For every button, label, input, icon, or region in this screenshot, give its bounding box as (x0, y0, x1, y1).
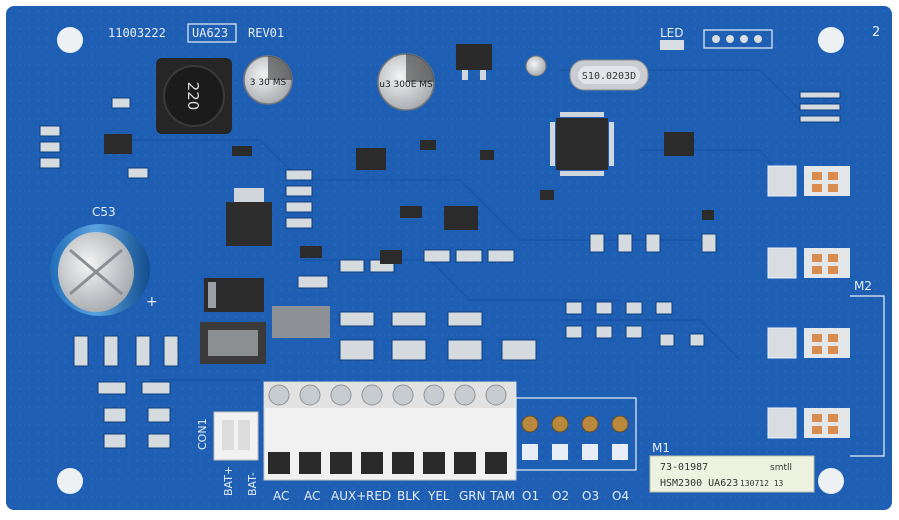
product-sticker: 73-01987 HSM2300 UA623 130712 13 smtll (649, 455, 815, 493)
misc-smd-chips (232, 140, 714, 264)
terminal-label: AC (273, 489, 289, 503)
output-screw (551, 415, 569, 433)
ic-small (104, 134, 132, 154)
m2-outline (850, 295, 885, 457)
terminal-screw (330, 384, 352, 406)
m1-label: M1 (652, 441, 670, 455)
terminal-label: BLK (397, 489, 421, 503)
capacitor-polarity-mark: + (146, 294, 158, 310)
capacitor-tiny (525, 55, 547, 77)
crystal-oscillator: S10.0203D (569, 59, 649, 91)
terminal-screw (299, 384, 321, 406)
bat-positive-label: BAT+ (222, 466, 235, 496)
microcontroller-chip (550, 112, 614, 176)
output-driver-4 (767, 407, 850, 439)
terminal-label: TAM (489, 489, 515, 503)
mounting-holes (57, 27, 844, 494)
crystal-label: S10.0203D (582, 71, 636, 82)
output-labels: O1 O2 O3 O4 (522, 489, 629, 503)
terminal-screw (361, 384, 383, 406)
output-label: O3 (582, 489, 599, 503)
output-screw (521, 415, 539, 433)
terminal-wire-slot (454, 452, 476, 474)
dpak-regulator (226, 188, 272, 246)
output-terminals (515, 397, 637, 471)
output-slot (522, 444, 538, 460)
sticker-line1: 73-01987 (660, 462, 708, 473)
terminal-block (263, 381, 517, 481)
terminal-wire-slot (299, 452, 321, 474)
terminal-wire-slot (330, 452, 352, 474)
terminal-screw (454, 384, 476, 406)
output-driver-3 (767, 327, 850, 359)
diode-3 (272, 306, 330, 338)
svg-text:3 30 MS: 3 30 MS (250, 78, 287, 88)
battery-connector (213, 411, 259, 461)
terminal-screw (485, 384, 507, 406)
pin-header (703, 29, 773, 49)
terminal-screw (392, 384, 414, 406)
inductor-value: 220 (184, 82, 202, 111)
capacitor-c53 (50, 224, 150, 316)
model-label: UA623 (192, 26, 228, 40)
corner-number-label: 2 (872, 25, 880, 40)
output-slot (582, 444, 598, 460)
led-label: LED (660, 26, 684, 40)
terminal-wire-slot (392, 452, 414, 474)
capacitor-small-1: 3 30 MS (243, 55, 293, 105)
output-label: O1 (522, 489, 539, 503)
output-label: O2 (552, 489, 569, 503)
terminal-label: AUX+ (331, 489, 366, 503)
output-screw (611, 415, 629, 433)
regulator-transistor (456, 44, 492, 80)
bat-negative-label: BAT- (246, 472, 259, 496)
sticker-brand: smtll (770, 463, 792, 473)
ic-soic-2 (356, 148, 386, 170)
terminal-label: AC (304, 489, 320, 503)
capacitor-small-2: u3 300E MS (377, 53, 435, 111)
output-screw (581, 415, 599, 433)
terminal-label: YEL (427, 489, 450, 503)
diode-2 (200, 322, 266, 364)
ic-soic-3 (444, 206, 478, 230)
capacitor-c53-label: C53 (92, 205, 116, 219)
connector-label: CON1 (196, 418, 209, 450)
terminal-wire-slot (423, 452, 445, 474)
sticker-line2: HSM2300 UA623 (660, 478, 738, 489)
sticker-line3: 130712 13 (740, 479, 784, 488)
ic-soic-1 (664, 132, 694, 156)
terminal-wire-slot (268, 452, 290, 474)
svg-text:u3 300E MS: u3 300E MS (379, 80, 433, 90)
led-component (660, 40, 684, 50)
terminal-label: RED (366, 489, 391, 503)
output-driver-1 (767, 165, 850, 197)
output-driver-2 (767, 247, 850, 279)
diode-1 (204, 278, 264, 312)
m2-label: M2 (854, 279, 872, 293)
smd-resistors (39, 91, 841, 449)
terminal-screw (268, 384, 290, 406)
output-label: O4 (612, 489, 629, 503)
output-slot (612, 444, 628, 460)
output-slot (552, 444, 568, 460)
inductor: 220 (156, 58, 232, 134)
terminal-wire-slot (485, 452, 507, 474)
part-number-label: 11003222 (108, 26, 166, 40)
terminal-label: GRN (459, 489, 486, 503)
revision-label: REV01 (248, 26, 284, 40)
terminal-screw (423, 384, 445, 406)
terminal-wire-slot (361, 452, 383, 474)
